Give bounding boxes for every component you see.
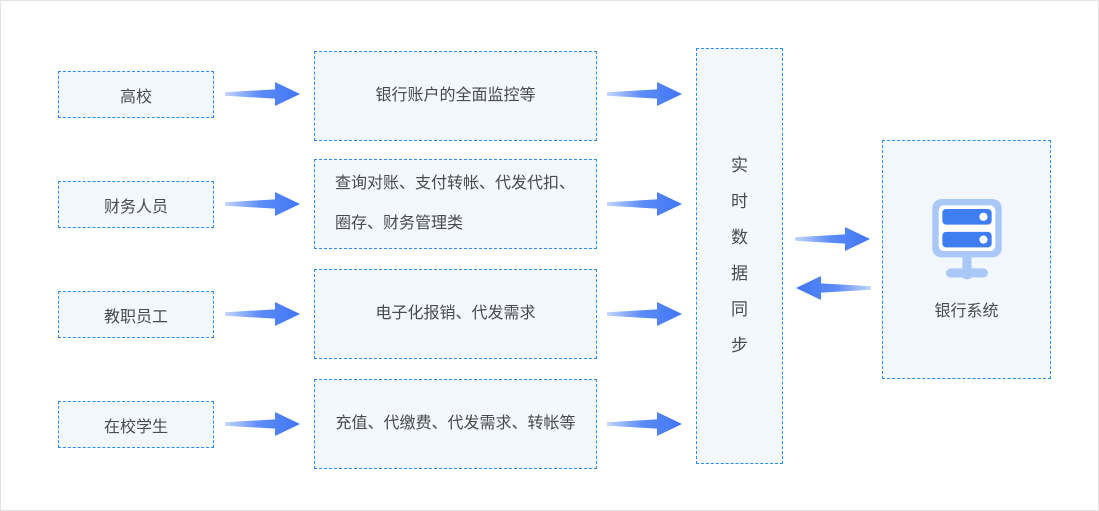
actor-label: 财务人员	[103, 198, 168, 216]
bank-system-box: 银行系统	[882, 140, 1051, 379]
actor-box-faculty-staff: 教职员工	[58, 291, 214, 338]
service-label: 查询对账、支付转帐、代发代扣、圈存、财务管理类	[335, 175, 576, 232]
arrow-right-icon	[225, 192, 300, 216]
actor-box-finance-staff: 财务人员	[58, 181, 214, 228]
service-box-recharge-payment: 充值、代缴费、代发需求、转帐等	[314, 379, 597, 469]
arrow-right-icon	[607, 82, 682, 106]
arrow-right-icon	[225, 412, 300, 436]
arrow-left-icon	[796, 276, 871, 300]
bank-system-label: 银行系统	[934, 302, 999, 320]
service-label: 充值、代缴费、代发需求、转帐等	[335, 415, 576, 433]
sync-box: 实时数据同步	[696, 48, 783, 464]
server-icon	[931, 198, 1002, 279]
arrow-right-icon	[225, 302, 300, 326]
actor-label: 高校	[119, 88, 152, 106]
arrow-right-icon	[607, 192, 682, 216]
arrow-right-icon	[607, 302, 682, 326]
service-box-account-monitoring: 银行账户的全面监控等	[314, 51, 597, 141]
arrow-right-icon	[225, 82, 300, 106]
service-box-finance-management: 查询对账、支付转帐、代发代扣、圈存、财务管理类	[314, 159, 597, 249]
actor-box-students: 在校学生	[58, 401, 214, 448]
service-label: 电子化报销、代发需求	[375, 305, 536, 323]
service-label: 银行账户的全面监控等	[375, 87, 536, 105]
actor-label: 教职员工	[103, 308, 168, 326]
arrow-right-icon	[607, 412, 682, 436]
actor-box-university: 高校	[58, 71, 214, 118]
service-box-reimbursement: 电子化报销、代发需求	[314, 269, 597, 359]
sync-label: 实时数据同步	[731, 156, 748, 355]
arrow-right-icon	[795, 227, 870, 251]
actor-label: 在校学生	[103, 418, 168, 436]
